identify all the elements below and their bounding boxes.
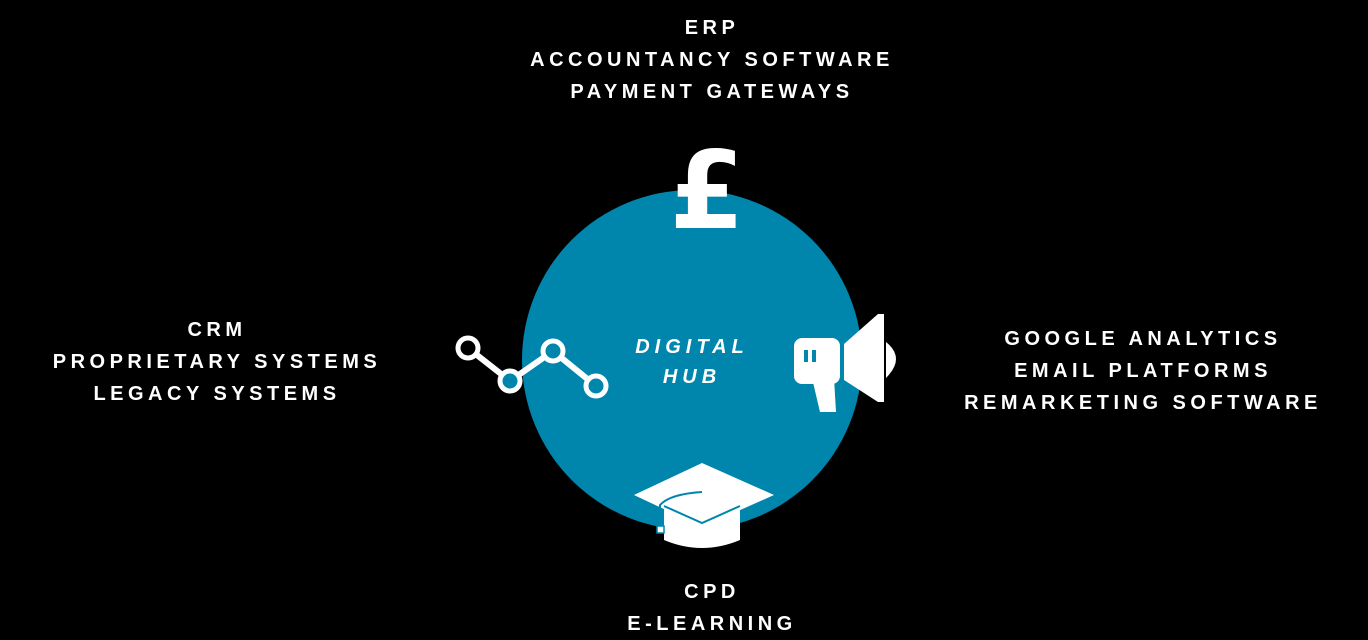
top-system-list: ERP ACCOUNTANCY SOFTWARE PAYMENT GATEWAY… <box>0 12 1368 108</box>
top-system-item: ERP <box>684 17 740 39</box>
megaphone-icon <box>794 314 896 412</box>
left-system-item: PROPRIETARY SYSTEMS <box>52 351 382 373</box>
right-system-item: GOOGLE ANALYTICS <box>1004 328 1282 350</box>
bottom-system-item: CPD <box>684 581 740 603</box>
top-system-item: ACCOUNTANCY SOFTWARE <box>530 49 894 71</box>
bottom-system-list: CPD E-LEARNING <box>0 576 1368 640</box>
right-system-list: GOOGLE ANALYTICS EMAIL PLATFORMS REMARKE… <box>912 323 1368 419</box>
left-system-item: LEGACY SYSTEMS <box>93 383 341 405</box>
bottom-system-item: E-LEARNING <box>627 613 797 635</box>
hub-label-line-2: HUB <box>662 366 722 388</box>
line-chart-icon <box>455 335 609 399</box>
left-system-list: CRM PROPRIETARY SYSTEMS LEGACY SYSTEMS <box>0 314 434 410</box>
hub-label: DIGITAL HUB <box>522 332 862 392</box>
pound-icon: £ <box>669 129 745 254</box>
right-system-item: REMARKETING SOFTWARE <box>964 392 1322 414</box>
graduation-cap-icon <box>634 463 774 548</box>
right-system-item: EMAIL PLATFORMS <box>1014 360 1272 382</box>
left-system-item: CRM <box>187 319 247 341</box>
top-system-item: PAYMENT GATEWAYS <box>570 81 854 103</box>
hub-label-line-1: DIGITAL <box>635 336 749 358</box>
